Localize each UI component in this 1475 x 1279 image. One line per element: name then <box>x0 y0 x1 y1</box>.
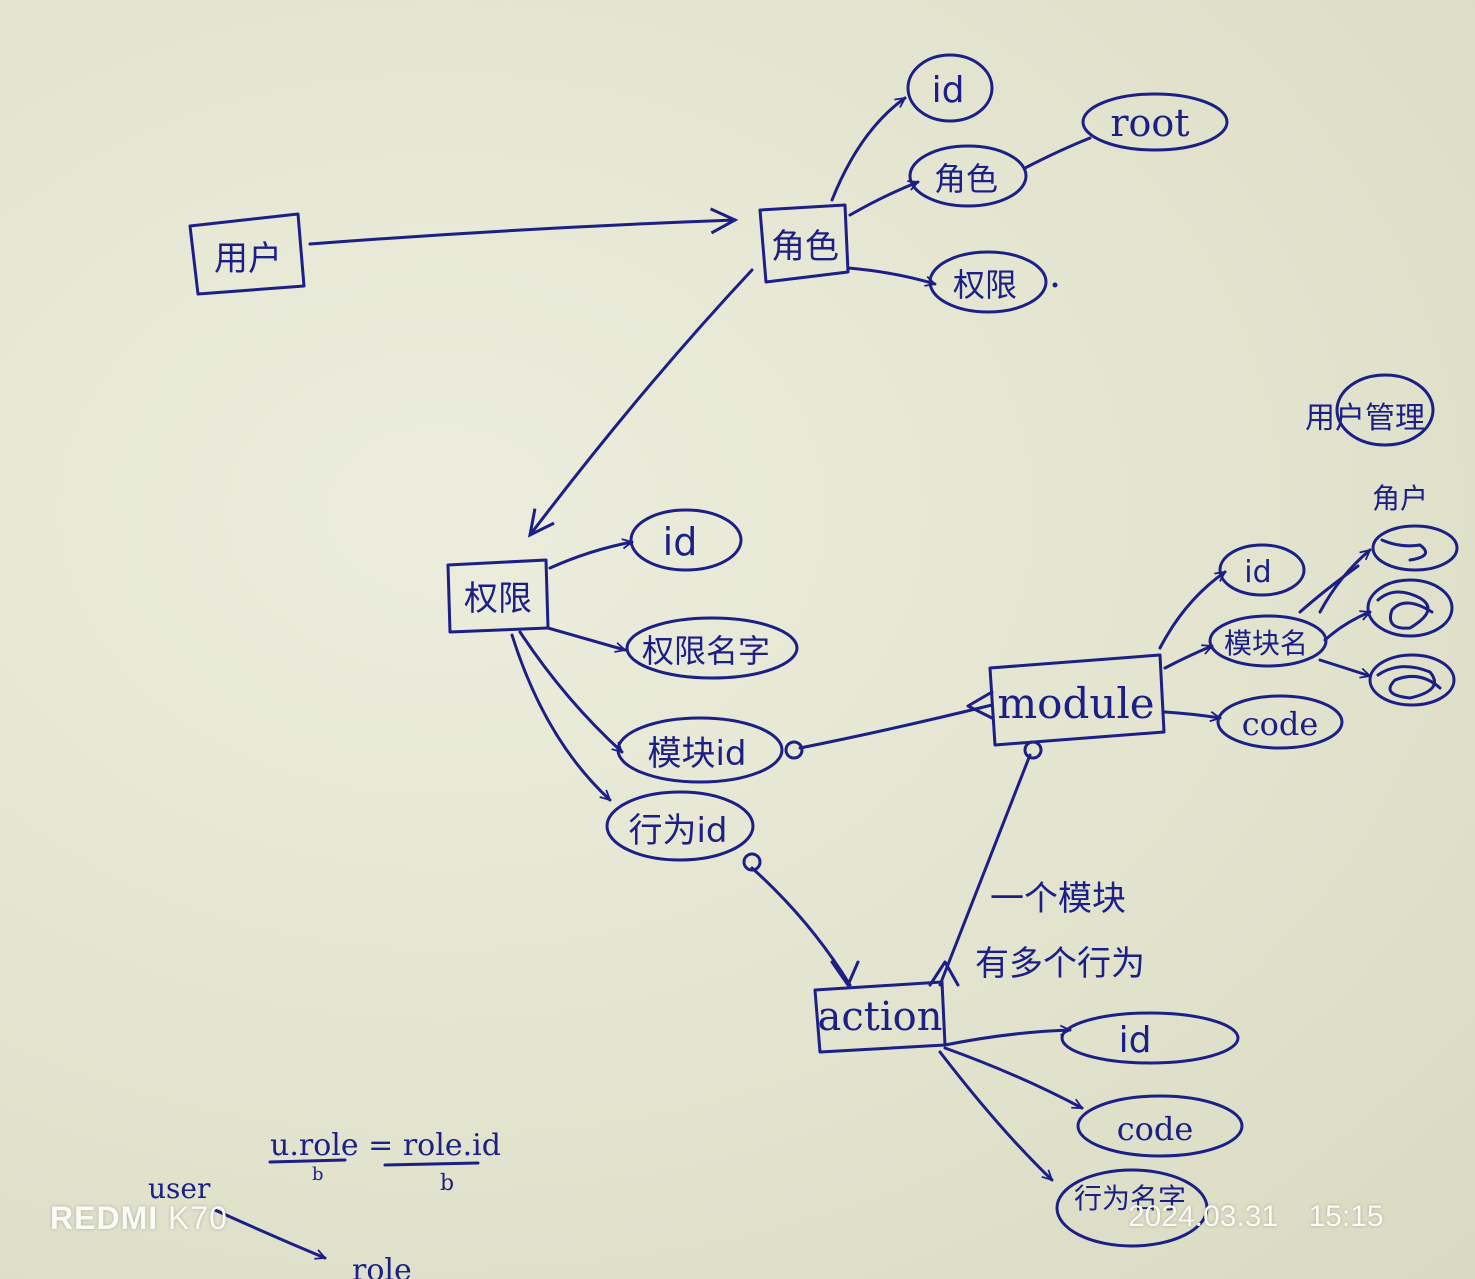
edge-module-name <box>1163 646 1212 670</box>
entity-action-label: action <box>818 994 943 1040</box>
entity-role: 角色 <box>758 203 850 284</box>
entity-action: action <box>813 980 947 1054</box>
svg-text:用户管理: 用户管理 <box>1305 401 1425 436</box>
edge-role-perm <box>846 266 935 284</box>
svg-text:u.role = role.id: u.role = role.id <box>270 1128 501 1163</box>
edge-perm-id <box>548 542 632 570</box>
note-join-expression: u.role = role.id b b <box>268 1128 501 1196</box>
attr-role-name: 角色 <box>908 144 1028 208</box>
svg-text:权限名字: 权限名字 <box>642 632 770 670</box>
entity-user-label: 用户 <box>214 239 282 279</box>
svg-text:id: id <box>1244 555 1271 590</box>
note-arrow-user-role <box>213 1208 325 1258</box>
svg-text:role: role <box>352 1253 412 1279</box>
svg-text:行为id: 行为id <box>628 811 727 851</box>
attr-role-permission: 权限 <box>928 250 1058 314</box>
attr-perm-id: id <box>629 508 743 572</box>
crowfoot-action-b <box>928 960 960 987</box>
watermark-model: K70 <box>168 1200 228 1236</box>
edge-moduleid-module <box>798 703 994 750</box>
edge-modname-sub1 <box>1318 548 1370 614</box>
svg-text:模块名: 模块名 <box>1224 627 1308 660</box>
attr-module-example: 用户管理 <box>1305 373 1435 447</box>
svg-text:行为名字: 行为名字 <box>1074 1182 1186 1215</box>
connectors <box>213 96 1370 1258</box>
watermark-brand: REDMI K70 <box>50 1200 228 1237</box>
note-user-role: user role <box>148 1172 412 1279</box>
svg-text:id: id <box>663 520 698 564</box>
note-one-to-many: 一个模块 有多个行为 <box>975 879 1145 984</box>
entity-permission: 权限 <box>446 558 550 634</box>
entity-module: module <box>988 653 1166 747</box>
edge-modname-sub1b <box>1298 564 1360 614</box>
attr-perm-name: 权限名字 <box>625 616 799 680</box>
edge-action-code <box>943 1046 1082 1110</box>
edge-role-name <box>848 182 918 217</box>
edge-module-id <box>1158 570 1225 650</box>
svg-text:user: user <box>148 1172 211 1205</box>
edge-module-action <box>938 753 1032 987</box>
attr-module-sub3-scribbled <box>1368 653 1456 707</box>
entity-user: 用户 <box>188 212 306 296</box>
svg-text:code: code <box>1117 1110 1194 1148</box>
edge-perm-name <box>546 626 625 650</box>
attr-module-name: 模块名 <box>1208 614 1328 668</box>
watermark-time: 15:15 <box>1308 1200 1384 1233</box>
crowfoot-action-a <box>830 960 860 987</box>
edge-user-role <box>308 220 735 246</box>
edge-rolename-root <box>1023 136 1092 170</box>
edge-perm-moduleid <box>518 630 624 754</box>
edge-module-code <box>1163 710 1220 718</box>
crowfoot-module <box>966 690 994 720</box>
edge-perm-actionid <box>510 633 612 802</box>
attr-module-sub2-scribbled <box>1366 578 1454 638</box>
attr-module-sub1: 角户 <box>1371 482 1459 572</box>
attr-perm-moduleid: 模块id <box>616 716 784 784</box>
attr-role-root: root <box>1081 92 1229 152</box>
entity-permission-label: 权限 <box>464 579 532 619</box>
svg-text:角户: 角户 <box>1372 482 1428 515</box>
watermark-brand-name: REDMI <box>50 1200 159 1236</box>
svg-text:root: root <box>1110 101 1189 145</box>
attr-action-id: id <box>1060 1011 1240 1065</box>
attr-action-name: 行为名字 <box>1055 1168 1209 1248</box>
attr-role-id: id <box>906 53 994 123</box>
attr-module-id: id <box>1218 543 1306 597</box>
edge-actionid-action <box>750 866 852 987</box>
edge-action-id <box>943 1030 1072 1047</box>
edge-action-name <box>938 1050 1054 1182</box>
edge-role-permission <box>530 268 754 535</box>
svg-text:b: b <box>440 1171 454 1196</box>
watermark-datetime: 2024.03.31 15:15 <box>1128 1200 1384 1234</box>
entity-module-label: module <box>997 679 1154 728</box>
svg-text:b: b <box>312 1164 324 1185</box>
watermark-date: 2024.03.31 <box>1128 1200 1279 1233</box>
fk-circle-module <box>1023 740 1043 760</box>
svg-text:id: id <box>932 70 965 111</box>
attr-perm-actionid: 行为id <box>605 790 755 862</box>
svg-text:有多个行为: 有多个行为 <box>975 944 1145 984</box>
entity-role-label: 角色 <box>771 227 839 267</box>
fk-circle-actionid <box>742 852 762 872</box>
fk-circle-moduleid <box>784 740 804 760</box>
edge-role-id <box>830 96 905 202</box>
attr-action-code: code <box>1076 1094 1244 1158</box>
edge-modname-sub2 <box>1323 612 1370 642</box>
svg-text:一个模块: 一个模块 <box>990 879 1126 919</box>
svg-text:code: code <box>1242 705 1319 743</box>
attr-module-code: code <box>1216 694 1344 750</box>
svg-text:权限: 权限 <box>953 266 1017 304</box>
svg-text:模块id: 模块id <box>647 734 746 774</box>
svg-text:角色: 角色 <box>934 160 998 198</box>
svg-text:id: id <box>1119 1020 1152 1061</box>
edge-modname-sub3 <box>1318 658 1370 676</box>
